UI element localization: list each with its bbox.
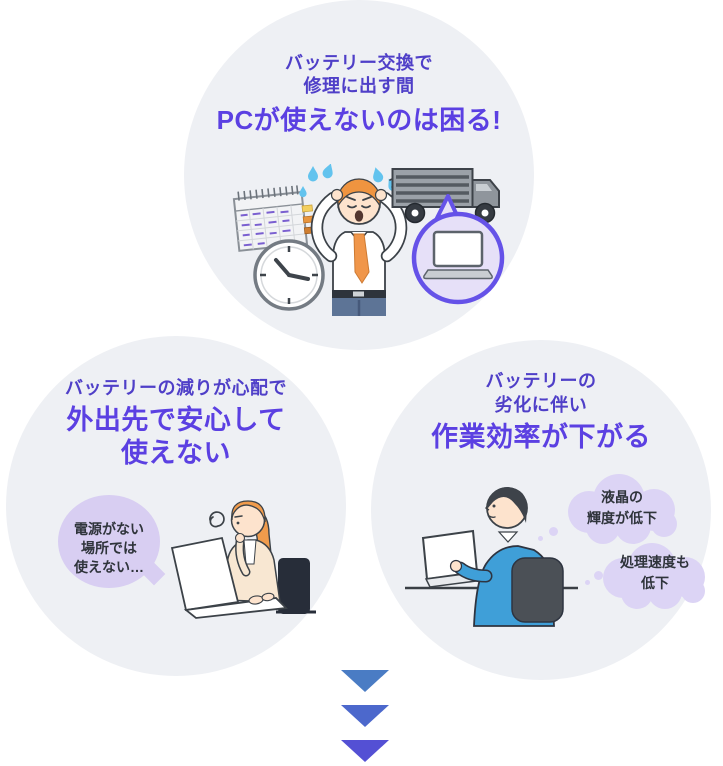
right-circle-title: 作業効率が下がる xyxy=(431,422,651,452)
thought-cloud-speed: 処理速度も 低下 xyxy=(597,540,713,614)
calendar-icon xyxy=(232,185,316,252)
delivery-truck-icon xyxy=(391,168,500,224)
thought-trail-dot xyxy=(585,580,590,585)
thought-cloud1-line1: 液晶の xyxy=(601,489,643,505)
left-circle-subtitle: バッテリーの減りが心配で xyxy=(65,378,287,398)
thought-cloud-brightness: 液晶の 輝度が低下 xyxy=(561,472,683,548)
thought-cloud2-line1: 処理速度も xyxy=(620,554,690,570)
speech-bubble-line1: 電源がない xyxy=(74,521,144,537)
top-circle-title: PCが使えないのは困る! xyxy=(216,105,502,135)
down-arrow-icon-3 xyxy=(341,740,389,762)
circle-top-repair-problem: バッテリー交換で 修理に出す間 PCが使えないのは困る! xyxy=(184,0,534,350)
stressed-office-worker-illustration xyxy=(299,164,408,316)
top-circle-subtitle-line1: バッテリー交換で xyxy=(285,53,433,73)
speech-bubble-line2: 場所では xyxy=(81,540,137,556)
speech-bubble-line3: 使えない… xyxy=(74,559,144,575)
laptop-in-speech-bubble-icon xyxy=(411,194,505,305)
thought-trail-dot xyxy=(549,527,558,536)
thought-trail-dot xyxy=(538,536,543,541)
woman-thinking-at-laptop-illustration xyxy=(170,500,316,619)
top-circle-subtitle-line2: 修理に出す間 xyxy=(303,76,415,96)
circle-left-outdoor-problem: バッテリーの減りが心配で 外出先で安心して 使えない 電源がない 場所では 使え… xyxy=(6,336,346,676)
thought-cloud1-line2: 輝度が低下 xyxy=(587,510,657,526)
thought-cloud2-line2: 低下 xyxy=(641,575,669,591)
thought-cloud-shape xyxy=(603,543,705,609)
circle-right-efficiency-problem: バッテリーの 劣化に伴い 作業効率が下がる xyxy=(371,340,711,680)
down-arrow-icon-2 xyxy=(341,705,389,727)
right-circle-subtitle: バッテリーの 劣化に伴い xyxy=(371,369,711,417)
right-circle-subtitle-line1: バッテリーの xyxy=(485,371,597,391)
left-circle-title: 外出先で安心して 使えない xyxy=(6,404,346,470)
no-power-speech-bubble: 電源がない 場所では 使えない… xyxy=(58,495,160,588)
left-circle-title-line1: 外出先で安心して xyxy=(66,405,286,435)
thought-cloud-shape xyxy=(568,474,677,544)
top-circle-subtitle: バッテリー交換で 修理に出す間 xyxy=(184,52,534,98)
thought-trail-dot xyxy=(594,571,603,580)
right-circle-subtitle-line2: 劣化に伴い xyxy=(494,395,588,415)
left-circle-title-line2: 使えない xyxy=(121,438,231,468)
clock-icon xyxy=(253,239,325,311)
man-working-at-laptop-illustration xyxy=(405,487,578,627)
down-arrow-icon-1 xyxy=(341,670,389,692)
